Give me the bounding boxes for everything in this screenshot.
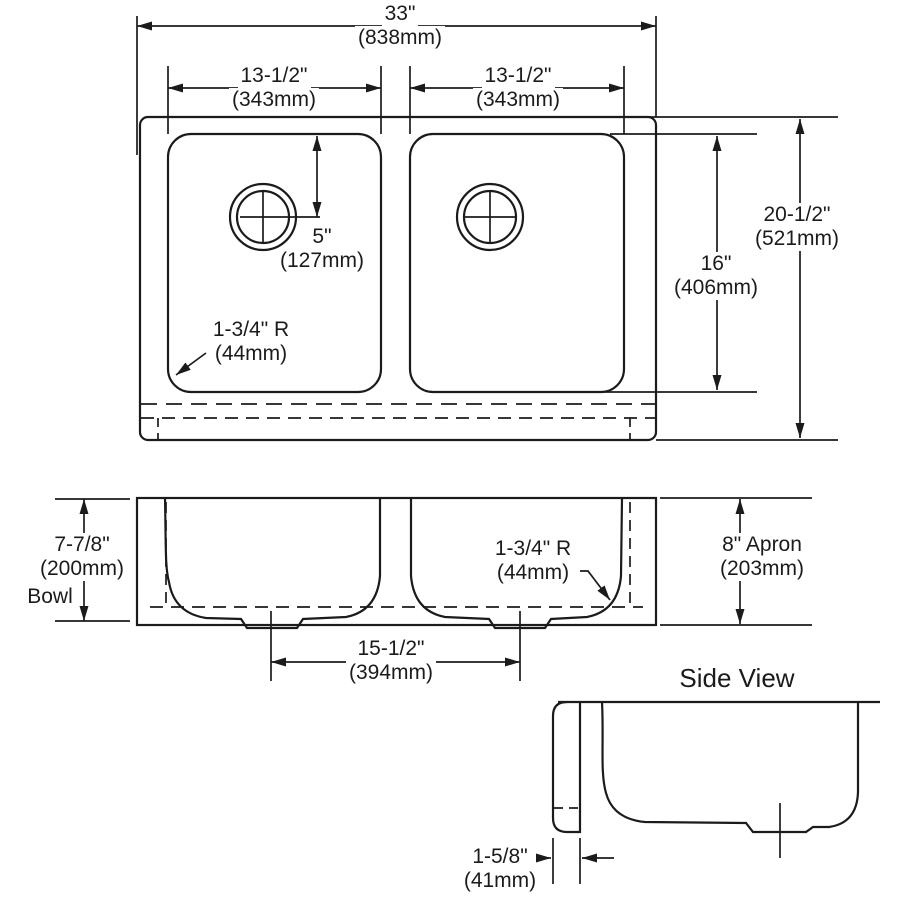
radius-leader-front — [580, 570, 611, 601]
right-drain-icon — [455, 182, 525, 252]
top-view-rim-outline — [138, 115, 658, 442]
side-view-apron-profile — [551, 700, 582, 834]
front-view-hidden-lines — [150, 502, 643, 608]
side-view — [536, 700, 880, 884]
dim-apron-height: 8" Apron (203mm) — [716, 533, 808, 581]
bowl-label: Bowl — [24, 585, 76, 609]
dim-drain-spacing: 15-1/2" (394mm) — [345, 637, 437, 685]
dim-overall-width: 33" (838mm) — [354, 2, 446, 50]
dim-bowl-front-to-back: 16" (406mm) — [670, 252, 762, 300]
front-view-apron-outline — [135, 496, 658, 627]
side-view-title: Side View — [676, 664, 798, 692]
dim-right-bowl-width: 13-1/2" (343mm) — [472, 64, 564, 112]
left-drain-icon — [228, 182, 320, 252]
dim-apron-thickness-lines — [536, 838, 614, 884]
top-view-left-bowl — [166, 132, 383, 394]
top-view-hidden-lines — [141, 403, 655, 440]
front-view — [55, 496, 812, 681]
radius-label-front: 1-3/4" R (44mm) — [491, 537, 575, 585]
dim-bowl-depth: 7-7/8" (200mm) — [36, 533, 128, 581]
dim-apron-thickness: 1-5/8" (41mm) — [460, 845, 540, 893]
dim-overall-front-to-back-lines — [640, 116, 838, 441]
dim-drain-offset: 5" (127mm) — [276, 225, 368, 273]
side-view-bowl-profile — [600, 701, 860, 834]
radius-label-top: 1-3/4" R (44mm) — [209, 318, 293, 366]
top-view — [136, 16, 838, 442]
top-view-right-bowl — [408, 132, 626, 394]
dim-overall-front-to-back: 20-1/2" (521mm) — [751, 203, 843, 251]
radius-leader-top — [175, 352, 207, 376]
dim-left-bowl-width: 13-1/2" (343mm) — [228, 64, 320, 112]
